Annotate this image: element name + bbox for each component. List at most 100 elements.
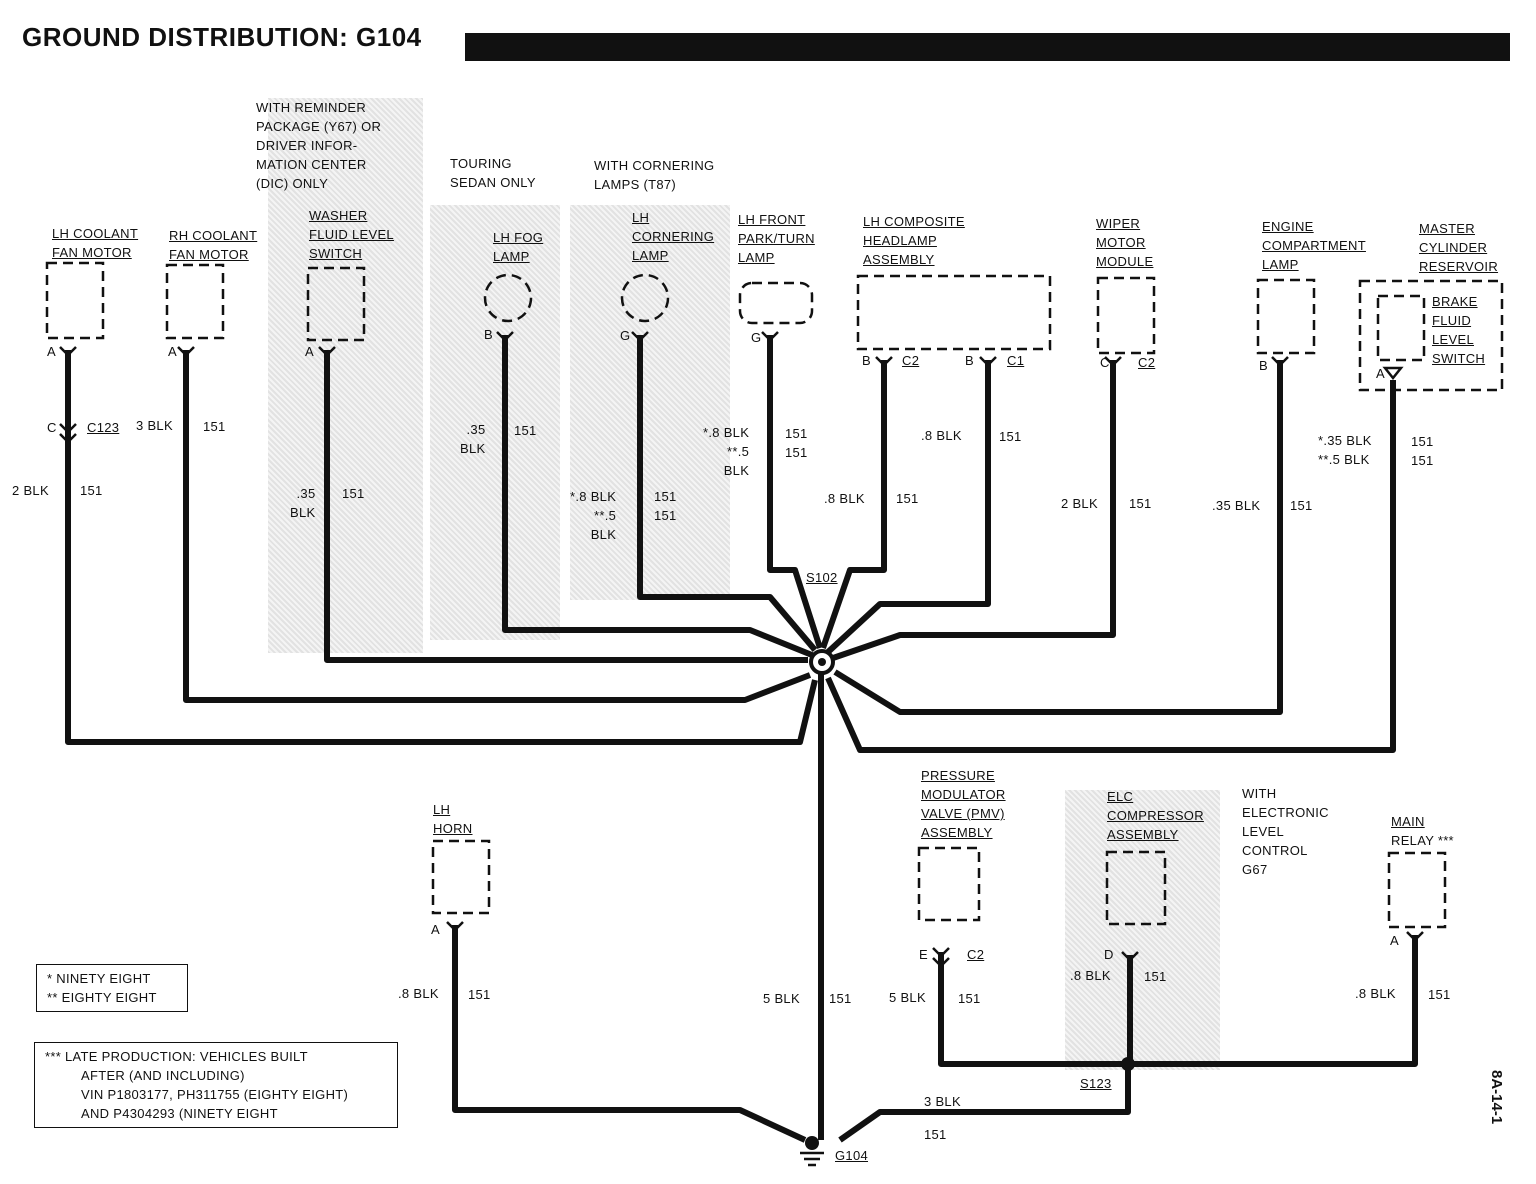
wire-label-relay: .8 BLK [1355,986,1396,1001]
elc-box [1105,850,1167,926]
master-cylinder-box [1358,279,1504,392]
wires [65,335,1418,1143]
pin-composite-2: B [965,353,974,368]
wire-circuit-rh-coolant: 151 [203,419,226,434]
wire-lh-cornering [637,335,818,652]
splices [800,649,1135,1167]
shade-touring-sedan [430,205,560,640]
pin-pmv: E [919,947,928,962]
pin-lh-fog: B [484,327,493,342]
ground-label-g104: G104 [835,1148,869,1163]
wire-label-brake: *.35 BLK**.5 BLK [1318,433,1372,467]
legend-late-production: *** LATE PRODUCTION: VEHICLES BUILT AFTE… [34,1042,398,1128]
wire-circuit-engine-comp: 151 [1290,498,1313,513]
lh-cornering-lamp-outline [620,273,670,323]
wire-engine-comp [833,360,1283,715]
wire-label-wiper: 2 BLK [1061,496,1098,511]
wire-label-s123-ground: 3 BLK [924,1094,961,1109]
wire-label-pmv: 5 BLK [889,990,926,1005]
wire-circuit-relay: 151 [1428,987,1451,1002]
wire-circuit-main: 151 [829,991,852,1006]
washer-box [306,266,366,342]
conn-c123: C123 [87,420,120,435]
wire-brake [825,380,1396,753]
pin-horn: A [431,922,440,937]
wire-label-composite-2: .8 BLK [921,428,962,443]
lh-front-park-outline [738,281,814,325]
wire-label-lh-coolant: 2 BLK [12,483,49,498]
wire-pmv [938,952,1128,1067]
pin-relay: A [1390,933,1399,948]
pin-lh-front-park: G [751,330,762,345]
lh-coolant-box [45,261,105,340]
wiper-box [1096,276,1156,355]
brake-switch-box [1376,294,1426,362]
pin-elc: D [1104,947,1114,962]
wire-lh-fog [502,335,814,658]
wire-circuit-composite-1: 151 [896,491,919,506]
g104-node [805,1136,819,1150]
conn-pmv: C2 [967,947,985,962]
wire-label-elc: .8 BLK [1070,968,1111,983]
pin-c123: C [47,420,57,435]
pin-lh-coolant: A [47,344,56,359]
wire-circuit-lh-coolant: 151 [80,483,103,498]
wire-circuit-wiper: 151 [1129,496,1152,511]
s123-splice-node [1121,1057,1135,1071]
wire-lh-coolant [65,350,818,745]
pin-composite-1: B [862,353,871,368]
wire-label-rh-coolant: 3 BLK [136,418,173,433]
conn-composite-2: C1 [1007,353,1025,368]
shade-electronic-level [1065,790,1220,1070]
lh-horn-box [431,839,491,915]
shade-cornering [570,205,730,600]
pmv-box [917,846,981,922]
wire-relay [1128,935,1418,1067]
splice-label-s102: S102 [806,570,838,585]
pin-rh-coolant: A [168,344,177,359]
rh-coolant-box [165,263,225,340]
wire-rh-coolant [183,350,812,703]
pin-washer: A [305,344,314,359]
main-relay-box [1387,851,1447,929]
pin-brake: A [1376,366,1385,381]
lh-composite-box [856,274,1052,351]
wire-washer [324,350,808,663]
wire-label-main: 5 BLK [763,991,800,1006]
wire-composite-c2 [820,360,887,649]
wire-label-horn: .8 BLK [398,986,439,1001]
page-code: 8A-14-1 [1488,1070,1505,1125]
conn-composite-1: C2 [902,353,920,368]
wire-circuit-pmv: 151 [958,991,981,1006]
wire-wiper [832,360,1116,661]
engine-comp-box [1256,278,1316,355]
wire-circuit-washer: 151 [342,486,365,501]
title-bar [465,33,1510,61]
legend-model-codes: * NINETY EIGHT** EIGHTY EIGHT [36,964,188,1012]
pin-engine-comp: B [1259,358,1268,373]
wire-circuit-composite-2: 151 [999,429,1022,444]
wire-circuit-horn: 151 [468,987,491,1002]
pin-lh-cornering: G [620,328,631,343]
wire-horn [452,925,807,1143]
